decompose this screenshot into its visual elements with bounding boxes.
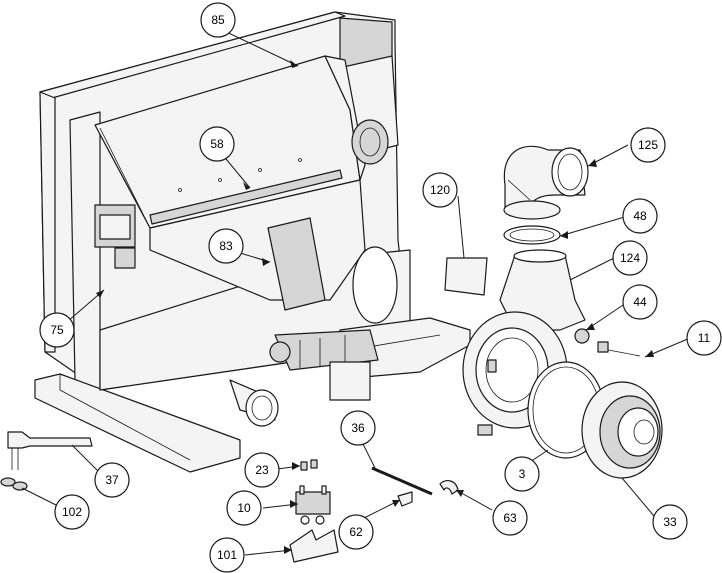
callout-36-label: 36 bbox=[351, 421, 365, 435]
callout-10: 10 bbox=[226, 490, 262, 526]
callout-120: 120 bbox=[422, 172, 458, 208]
callout-48: 48 bbox=[622, 198, 658, 234]
callout-101-label: 101 bbox=[217, 548, 237, 562]
callout-125-label: 125 bbox=[638, 138, 658, 152]
sensor-probe bbox=[597, 341, 641, 357]
callout-44-label: 44 bbox=[633, 295, 647, 309]
callout-44: 44 bbox=[622, 284, 658, 320]
callout-102: 102 bbox=[54, 494, 90, 530]
callout-23-label: 23 bbox=[255, 463, 269, 477]
callout-120-label: 120 bbox=[430, 183, 450, 197]
callout-102-label: 102 bbox=[62, 505, 82, 519]
callout-85-label: 85 bbox=[211, 13, 225, 27]
callout-63-label: 63 bbox=[503, 511, 517, 525]
callout-33: 33 bbox=[652, 504, 688, 540]
inlet-assembly bbox=[581, 381, 663, 479]
callout-33-label: 33 bbox=[663, 515, 677, 529]
callout-58-label: 58 bbox=[210, 137, 224, 151]
callout-10-label: 10 bbox=[237, 501, 251, 515]
callout-62: 62 bbox=[338, 514, 374, 550]
gas-valve bbox=[269, 329, 379, 401]
rod-clip bbox=[397, 491, 413, 507]
gasket-ring bbox=[503, 225, 561, 245]
callout-124-label: 124 bbox=[620, 251, 640, 265]
small-disc bbox=[574, 328, 590, 344]
callout-23: 23 bbox=[244, 452, 280, 488]
callout-83-label: 83 bbox=[219, 239, 233, 253]
pipe-clamp bbox=[439, 480, 459, 495]
callout-36: 36 bbox=[340, 410, 376, 446]
callout-125: 125 bbox=[630, 127, 666, 163]
control-box bbox=[94, 204, 136, 269]
small-bracket bbox=[289, 529, 339, 563]
callout-37: 37 bbox=[94, 462, 130, 498]
callout-75: 75 bbox=[39, 312, 75, 348]
callout-11: 11 bbox=[686, 320, 722, 356]
rubber-feet bbox=[0, 477, 28, 491]
callout-124: 124 bbox=[612, 240, 648, 276]
callout-11-label: 11 bbox=[698, 331, 711, 345]
hopper bbox=[149, 179, 398, 324]
callout-75-label: 75 bbox=[50, 323, 64, 337]
callout-85: 85 bbox=[200, 2, 236, 38]
callout-58: 58 bbox=[199, 126, 235, 162]
callout-83: 83 bbox=[208, 228, 244, 264]
terminal-block bbox=[295, 485, 331, 525]
mounting-bracket bbox=[7, 431, 93, 470]
long-rod bbox=[371, 466, 433, 496]
callout-37-label: 37 bbox=[105, 473, 119, 487]
callout-48-label: 48 bbox=[633, 209, 647, 223]
callout-3-label: 3 bbox=[519, 467, 526, 481]
callout-62-label: 62 bbox=[349, 525, 363, 539]
elbow-pipe bbox=[503, 145, 589, 220]
cover-plate bbox=[444, 257, 488, 296]
clips bbox=[300, 459, 318, 471]
callout-3: 3 bbox=[504, 456, 540, 492]
callout-101: 101 bbox=[209, 537, 245, 573]
callout-63: 63 bbox=[492, 500, 528, 536]
burner-pipe bbox=[229, 379, 279, 427]
